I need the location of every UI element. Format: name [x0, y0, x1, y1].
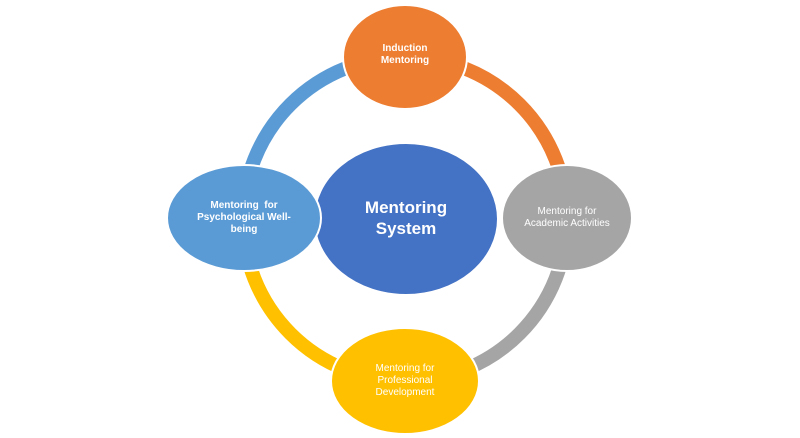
center-label-line2: System	[375, 219, 437, 238]
psychological-ellipse	[166, 164, 322, 272]
induction-label: Induction Mentoring	[345, 42, 465, 68]
academic-line2: Academic Activities	[524, 218, 610, 229]
induction-line1: Induction	[382, 43, 428, 54]
professional-line2: Professional	[377, 375, 433, 386]
psychological-line2: Psychological Well-	[197, 212, 291, 223]
professional-label: Mentoring for Professional Development	[345, 362, 465, 400]
psychological-line3: being	[230, 224, 258, 235]
professional-line3: Development	[375, 387, 435, 398]
psychological-label: Mentoring for Psychological Well- being	[184, 199, 304, 237]
center-label: Mentoring System	[326, 190, 486, 246]
professional-line1: Mentoring for	[375, 363, 435, 374]
induction-line2: Mentoring	[380, 55, 430, 66]
psychological-line1: Mentoring for	[210, 200, 278, 211]
induction-ellipse	[342, 4, 468, 110]
academic-ellipse	[501, 164, 633, 272]
academic-label: Mentoring for Academic Activities	[507, 205, 627, 231]
center-label-line1: Mentoring	[364, 198, 448, 217]
academic-line1: Mentoring for	[537, 206, 597, 217]
professional-ellipse	[330, 327, 480, 435]
